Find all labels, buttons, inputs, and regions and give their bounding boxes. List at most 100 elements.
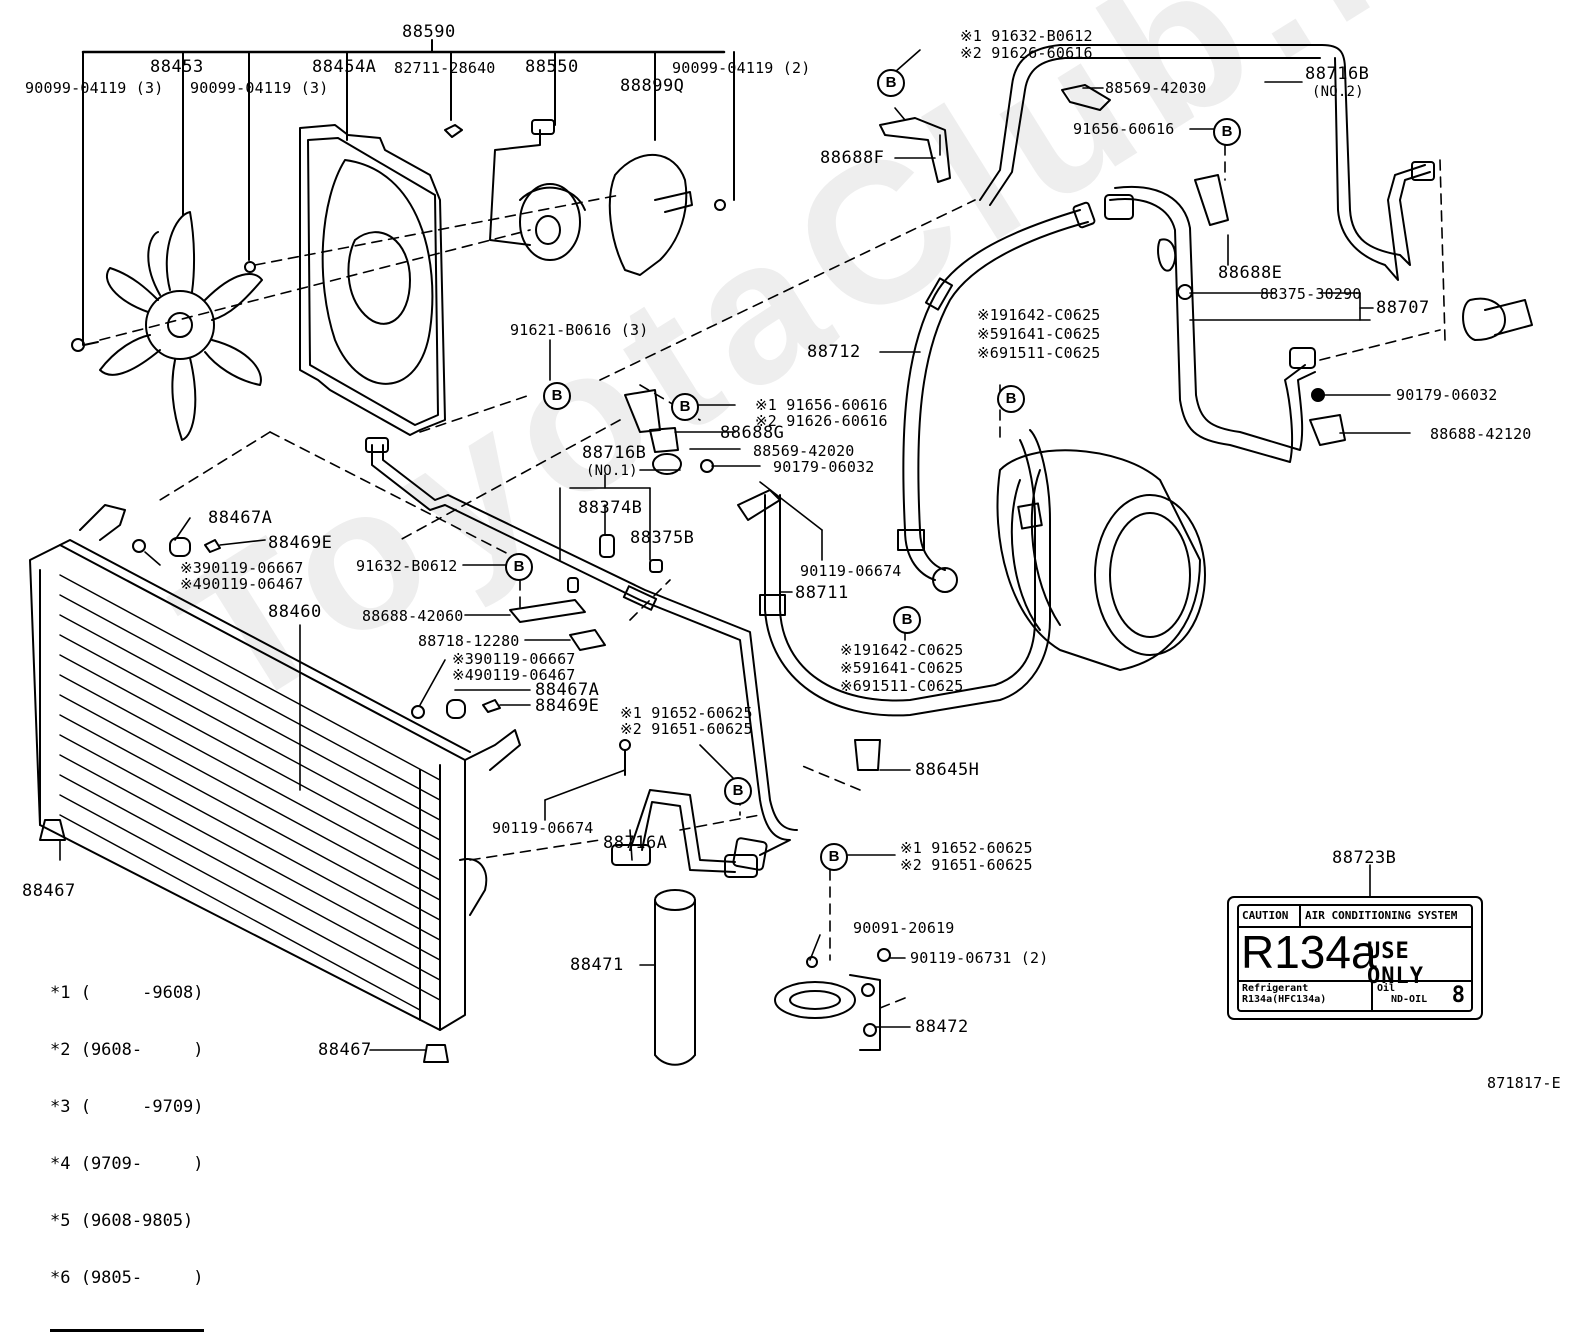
b-marker-hose-lower: B: [893, 606, 921, 634]
label-90099-04119-c: 90099-04119 (2): [672, 59, 811, 77]
label-88471: 88471: [570, 955, 624, 975]
label-88688F: 88688F: [820, 148, 885, 168]
label-88375B: 88375B: [630, 528, 695, 548]
label-88469E-lower: 88469E: [535, 696, 600, 716]
bracket-88590: [81, 39, 735, 346]
label-191642-C0625-upper: ※191642-C0625: [977, 306, 1101, 324]
legend-item: *3 ( -9709): [50, 1097, 204, 1117]
label-88716B-no2: 88716B: [1305, 64, 1370, 84]
legend-item: *1 ( -9608): [50, 983, 204, 1003]
oil-info: Oil ND-OIL: [1377, 983, 1427, 1005]
hardware-shapes: [39, 84, 1346, 1063]
fan-motor-88550-shape: [444, 119, 586, 261]
label-691511-C0625-upper: ※691511-C0625: [977, 344, 1101, 362]
label-390119-06667-lower: ※390119-06667: [452, 650, 576, 668]
refrigerant-line1: Refrigerant: [1242, 983, 1309, 994]
label-88374B: 88374B: [578, 498, 643, 518]
legend-item: *5 (9608-9805): [50, 1211, 194, 1231]
refrigerant-line2: R134a(HFC134a): [1242, 994, 1327, 1005]
receiver-88471-shape: [654, 889, 696, 1066]
label-91651-60625-left: ※2 91651-60625: [620, 720, 753, 738]
label-91652-60625-right: ※1 91652-60625: [900, 839, 1033, 857]
pipe-88716B-no1-shape: [365, 437, 798, 856]
label-88688-42120: 88688-42120: [1430, 425, 1532, 443]
caution-label-footer: Refrigerant R134a(HFC134a) Oil ND-OIL 8: [1239, 980, 1471, 1010]
label-88569-42030: 88569-42030: [1105, 79, 1207, 97]
parts-diagram: ToyotaClub.ru: [22, 0, 1561, 1332]
divider: [1299, 906, 1301, 926]
label-90099-04119-b: 90099-04119 (3): [190, 79, 329, 97]
label-90099-04119-a: 90099-04119 (3): [25, 79, 164, 97]
label-88550: 88550: [525, 57, 579, 77]
label-691511-C0625-lower: ※691511-C0625: [840, 677, 964, 695]
label-91632-B0612: 91632-B0612: [356, 557, 458, 575]
label-90091-20619: 90091-20619: [853, 919, 955, 937]
label-591641-C0625-upper: ※591641-C0625: [977, 325, 1101, 343]
label-88467A-upper: 88467A: [208, 508, 273, 528]
bracket-88472-shape: [774, 948, 891, 1051]
label-90119-06674-lower: 90119-06674: [492, 819, 594, 837]
label-88899Q: 88899Q: [620, 76, 685, 96]
label-490119-06467-upper: ※490119-06467: [180, 575, 304, 593]
date-legend: *1 ( -9608) *2 (9608- ) *3 ( -9709) *4 (…: [50, 946, 204, 1332]
drawing-id: 871817-E: [1487, 1074, 1561, 1092]
label-90179-06032-mid: 90179-06032: [773, 458, 875, 476]
condenser-88460-shape: [29, 504, 521, 1031]
b-marker-91621: B: [543, 382, 571, 410]
b-marker-88645H: B: [820, 843, 848, 871]
refrigerant-big-text: R134a: [1241, 926, 1377, 978]
caution-label-header: CAUTION AIR CONDITIONING SYSTEM: [1239, 906, 1471, 928]
caution-label-inner: CAUTION AIR CONDITIONING SYSTEM R134a US…: [1237, 904, 1473, 1012]
oil-number: 8: [1451, 983, 1465, 1008]
leader-lines: [59, 49, 1411, 1051]
label-90119-06674-upper: 90119-06674: [800, 562, 902, 580]
label-88716B-no1: 88716B: [582, 443, 647, 463]
label-88375-30290: 88375-30290: [1260, 285, 1362, 303]
label-88469E-upper: 88469E: [268, 533, 333, 553]
b-marker-top: B: [877, 69, 905, 97]
label-88716B-no2-suffix: (NO.2): [1312, 84, 1364, 100]
label-88716B-no1-suffix: (NO.1): [586, 463, 638, 479]
compressor-shape: [996, 449, 1206, 671]
discharge-hose-88712-shape: [897, 201, 1096, 593]
label-88688-42060: 88688-42060: [362, 607, 464, 625]
caution-text: CAUTION: [1242, 909, 1289, 922]
label-191642-C0625-lower: ※191642-C0625: [840, 641, 964, 659]
label-390119-06667-upper: ※390119-06667: [180, 559, 304, 577]
label-88467-left: 88467: [22, 881, 76, 901]
label-490119-06467-lower: ※490119-06467: [452, 666, 576, 684]
label-90179-06032-right: 90179-06032: [1396, 386, 1498, 404]
fan-88453-shape: [71, 211, 263, 441]
label-91656-60616-mid: ※1 91656-60616: [755, 396, 888, 414]
label-88645H: 88645H: [915, 760, 980, 780]
label-88723B: 88723B: [1332, 848, 1397, 868]
pipe-88716A-shape: [611, 789, 768, 878]
suction-hose-88711-shape: [737, 429, 1051, 717]
label-88716A: 88716A: [603, 833, 668, 853]
legend-item: *4 (9709- ): [50, 1154, 204, 1174]
label-88453: 88453: [150, 57, 204, 77]
label-88712: 88712: [807, 342, 861, 362]
caution-label-88723B: CAUTION AIR CONDITIONING SYSTEM R134a US…: [1227, 896, 1483, 1020]
label-88718-12280: 88718-12280: [418, 632, 520, 650]
fan-shroud-88454A-shape: [244, 124, 446, 436]
label-88707: 88707: [1376, 298, 1430, 318]
label-91621-B0616: 91621-B0616 (3): [510, 321, 649, 339]
label-91652-60625-left: ※1 91652-60625: [620, 704, 753, 722]
b-marker-hose-upper: B: [997, 385, 1025, 413]
label-91651-60625-right: ※2 91651-60625: [900, 856, 1033, 874]
b-marker-88716A: B: [724, 777, 752, 805]
label-91632-B0612-top: ※1 91632-B0612: [960, 27, 1093, 45]
divider: [1371, 982, 1373, 1010]
pipe-88716B-no2-shape: [979, 44, 1435, 281]
legend-item: *2 (9608- ): [50, 1040, 204, 1060]
oil-line1: Oil: [1377, 983, 1396, 994]
b-marker-91656: B: [1213, 118, 1241, 146]
legend-item: *6 (9805- ): [50, 1268, 204, 1288]
label-88590: 88590: [402, 22, 456, 42]
label-591641-C0625-lower: ※591641-C0625: [840, 659, 964, 677]
label-88467-bottom: 88467: [318, 1040, 372, 1060]
refrigerant-info: Refrigerant R134a(HFC134a): [1242, 983, 1326, 1005]
pipe-88707-shape: [1104, 185, 1533, 463]
label-91656-60616: 91656-60616: [1073, 120, 1175, 138]
